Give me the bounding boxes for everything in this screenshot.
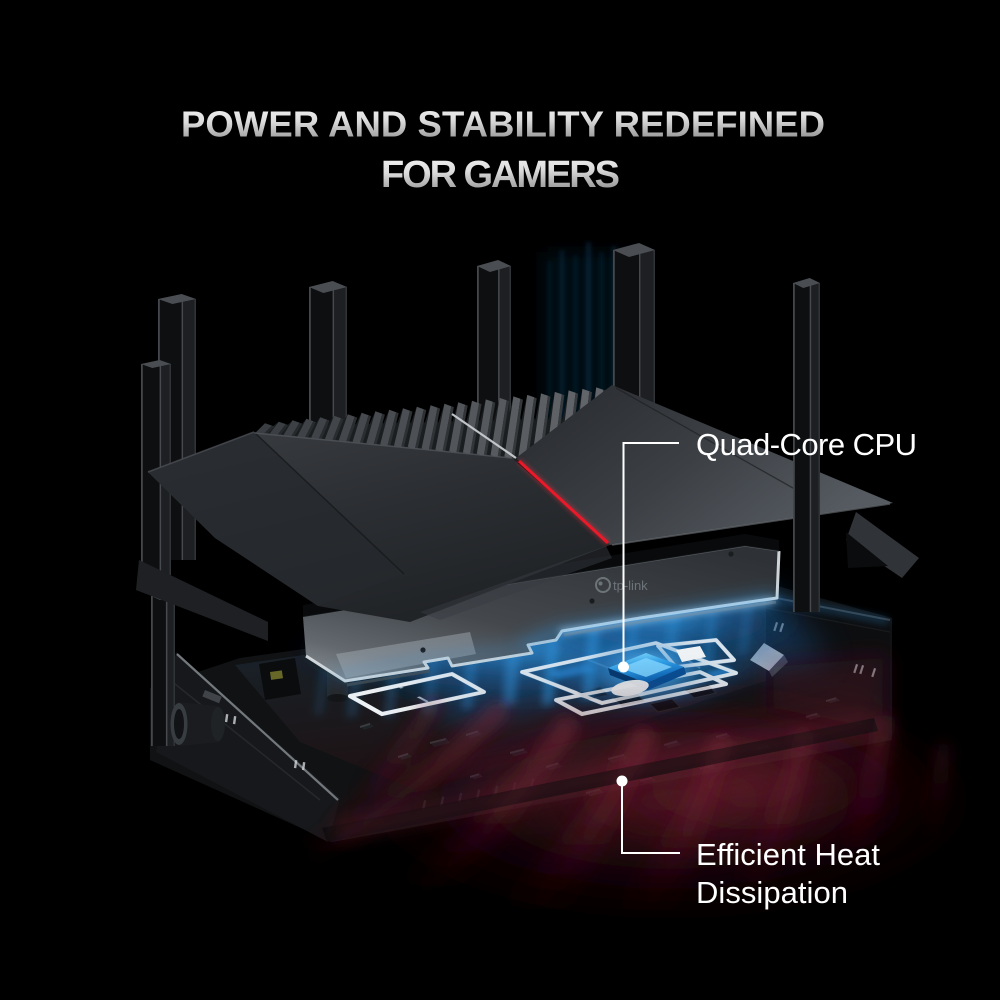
svg-text:POWER AND STABILITY REDEFINED: POWER AND STABILITY REDEFINED bbox=[181, 104, 826, 145]
svg-text:FOR GAMERS: FOR GAMERS bbox=[381, 154, 621, 196]
svg-text:Quad-Core CPU: Quad-Core CPU bbox=[696, 427, 917, 462]
svg-text:Efficient Heat: Efficient Heat bbox=[696, 837, 880, 872]
svg-text:Dissipation: Dissipation bbox=[696, 875, 848, 910]
svg-text:tp-link: tp-link bbox=[613, 578, 648, 593]
